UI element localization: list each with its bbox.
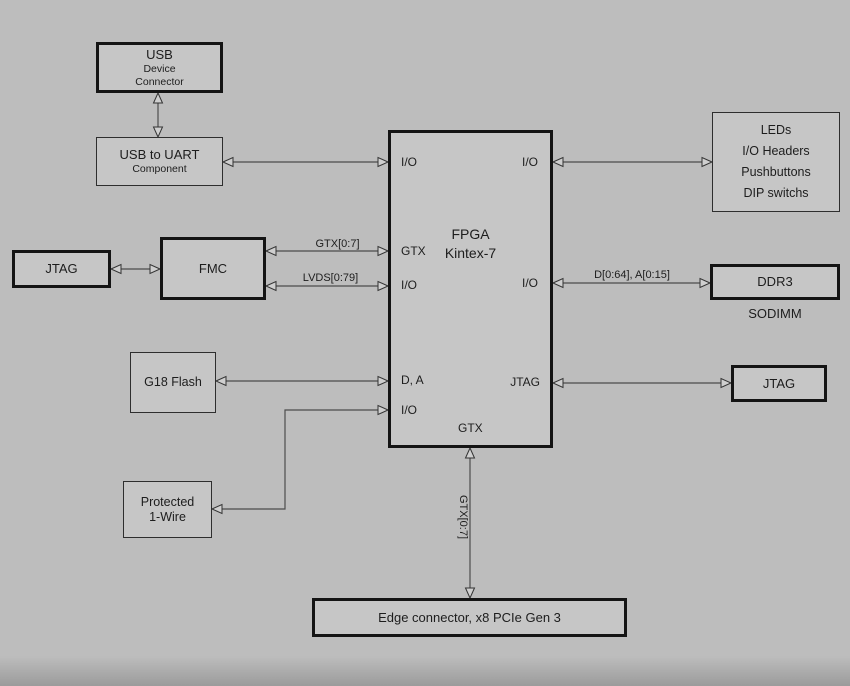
fpga-port-io-mid-left: I/O bbox=[401, 278, 418, 292]
connector-fpga-1wire bbox=[210, 404, 390, 515]
ddr3-block: DDR3 bbox=[710, 264, 840, 300]
fpga-title-line1: FPGA bbox=[451, 226, 490, 242]
protected-1wire-line2: 1-Wire bbox=[149, 509, 186, 524]
edge-connector-label: Edge connector, x8 PCIe Gen 3 bbox=[378, 609, 561, 625]
jtag-right-label: JTAG bbox=[762, 375, 796, 391]
connector-fpga-ddr3 bbox=[551, 277, 712, 289]
connector-fmc-gtx bbox=[264, 245, 390, 257]
connector-fpga-ioperipherals bbox=[551, 156, 714, 168]
protected-1wire-line1: Protected bbox=[140, 494, 195, 509]
usb-device-line3: Connector bbox=[135, 75, 184, 88]
fmc-label: FMC bbox=[198, 260, 228, 276]
jtag-left-block: JTAG bbox=[12, 250, 111, 288]
fpga-port-gtx-left: GTX bbox=[401, 244, 426, 258]
fpga-port-io-mid-right: I/O bbox=[521, 276, 538, 290]
jtag-left-label: JTAG bbox=[45, 261, 78, 276]
fpga-port-io-top-left: I/O bbox=[401, 155, 418, 169]
connector-usbdev-usbuart bbox=[152, 91, 164, 139]
fpga-title-line2: Kintex-7 bbox=[444, 245, 497, 261]
bus-label-ddr3-bus: D[0:64], A[0:15] bbox=[594, 269, 670, 281]
g18-flash-label: G18 Flash bbox=[144, 375, 202, 389]
io-peripherals-line1: LEDs bbox=[760, 123, 792, 137]
edge-connector-block: Edge connector, x8 PCIe Gen 3 bbox=[312, 598, 627, 637]
connector-fpga-jtagright bbox=[551, 377, 733, 389]
io-peripherals-line2: I/O Headers bbox=[742, 144, 810, 158]
io-peripherals-line3: Pushbuttons bbox=[741, 165, 811, 179]
ddr3-label: DDR3 bbox=[757, 274, 793, 289]
usb-to-uart-block: USB to UART Component bbox=[96, 137, 223, 186]
usb-device-connector-block: USB Device Connector bbox=[96, 42, 223, 93]
bus-label-gtx07: GTX[0:7] bbox=[315, 238, 360, 250]
fmc-block: FMC bbox=[160, 237, 266, 300]
io-peripherals-block: LEDs I/O Headers Pushbuttons DIP switchs bbox=[712, 112, 840, 212]
fpga-title: FPGA Kintex-7 bbox=[391, 225, 550, 263]
connector-jtagleft-fmc bbox=[109, 263, 162, 275]
usb-uart-line2: Component bbox=[132, 163, 187, 175]
connector-usbuart-fpga bbox=[221, 156, 390, 168]
usb-uart-line1: USB to UART bbox=[119, 147, 200, 162]
fpga-port-jtag-right: JTAG bbox=[510, 375, 540, 389]
connector-flash-fpga bbox=[214, 375, 390, 387]
fpga-port-io-low-left: I/O bbox=[401, 403, 418, 417]
g18-flash-block: G18 Flash bbox=[130, 352, 216, 413]
bus-label-pcie-gtx: GTX[0:7] bbox=[457, 494, 469, 540]
usb-device-line2: Device bbox=[143, 62, 176, 75]
connector-fmc-lvds bbox=[264, 280, 390, 292]
io-peripherals-line4: DIP switchs bbox=[743, 186, 809, 200]
jtag-right-block: JTAG bbox=[731, 365, 827, 402]
usb-device-line1: USB bbox=[146, 46, 173, 62]
protected-1wire-block: Protected 1-Wire bbox=[123, 481, 212, 538]
connector-fpga-pcie bbox=[464, 446, 476, 600]
fpga-block: FPGA Kintex-7 I/O I/O GTX I/O I/O D, A I… bbox=[388, 130, 553, 448]
fpga-port-da-left: D, A bbox=[401, 373, 424, 387]
bus-label-lvds: LVDS[0:79] bbox=[302, 272, 359, 284]
sodimm-label: SODIMM bbox=[748, 306, 802, 321]
fpga-port-gtx-bottom: GTX bbox=[458, 421, 483, 435]
fpga-port-io-top-right: I/O bbox=[521, 155, 538, 169]
